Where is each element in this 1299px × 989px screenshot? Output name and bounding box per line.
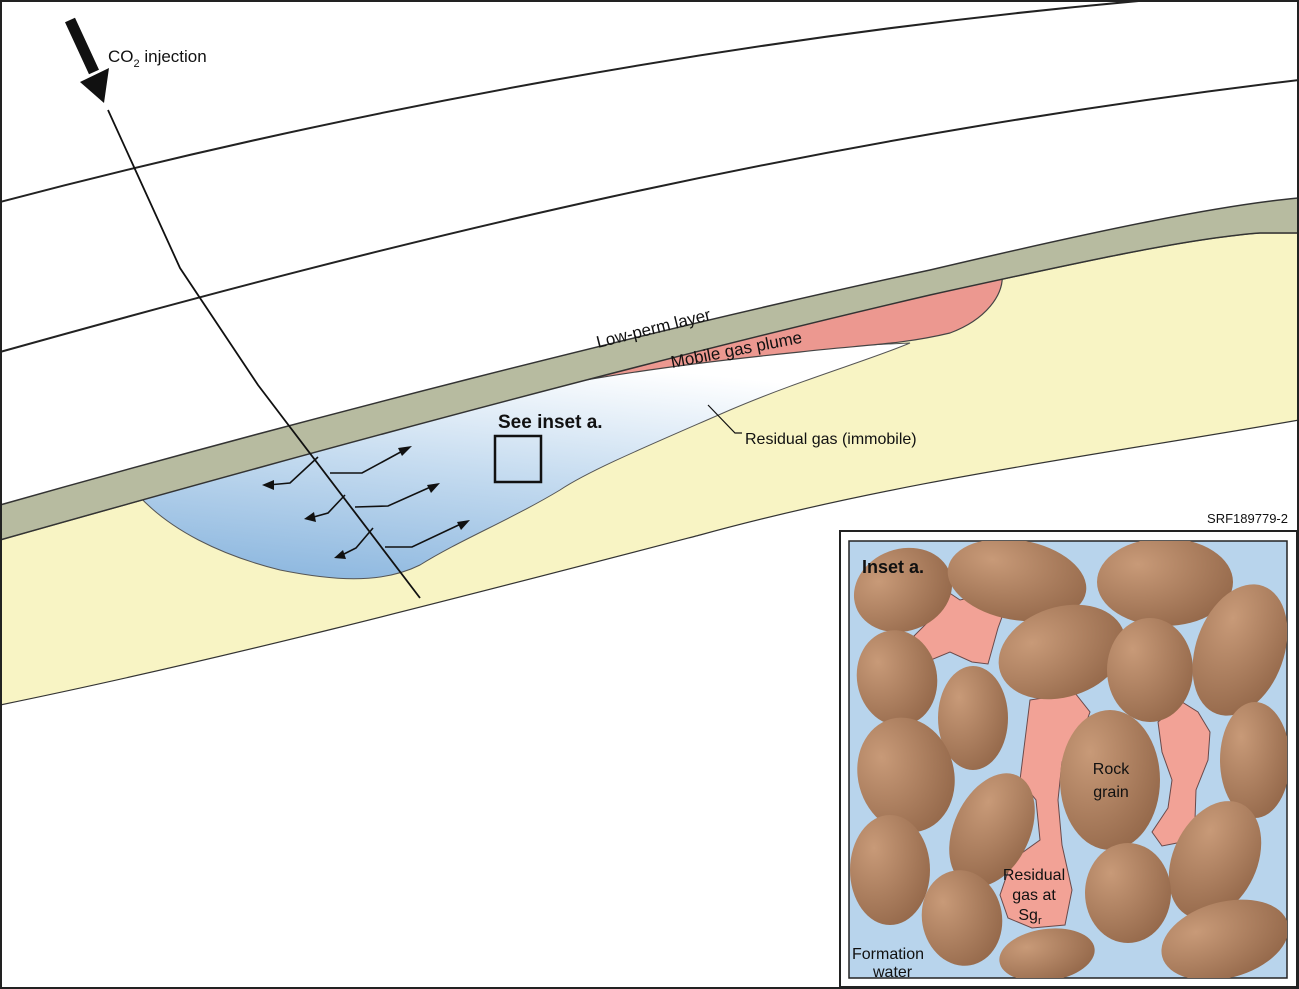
right-arrow-icon [330,446,412,474]
rock-grain [938,666,1008,770]
rock-grain [856,630,938,726]
rock-grains [850,541,1287,978]
inset-title: Inset a. [862,557,924,577]
right-arrow-icon [334,527,374,559]
residual-gas-leader [707,404,742,434]
rock-grain [1107,618,1193,722]
residual-gas-label-3: Sgr [1018,907,1042,927]
right-arrow-icon [262,456,319,490]
flow-arrows [262,446,470,559]
rock-grain [921,870,1003,966]
right-arrow-icon [385,520,470,548]
right-arrow-icon [304,494,346,522]
see-inset-label: See inset a. [498,412,603,433]
residual-gas-label: Residual gas (immobile) [745,431,917,448]
low-perm-layer [2,197,1297,541]
rock-grain [947,541,1087,622]
stratum-line-1 [2,2,1139,203]
inset-panel: Inset a. Rock grain Residual gas at Sgr … [839,530,1298,988]
residual-gas-label-1: Residual [1003,867,1065,884]
rock-grain [857,717,955,833]
residual-gas-label-2: gas at [1012,887,1056,904]
rock-grain [1168,801,1262,919]
rock-grain-label-1: Rock [1093,761,1130,778]
rock-grain [1192,584,1287,716]
stratum-line-2 [2,79,1297,353]
injection-label: CO2 injection [108,47,207,70]
rock-grain [853,547,953,633]
formation-water-label-2: water [872,964,913,981]
rock-grain [998,604,1126,700]
rock-grain [1085,843,1171,943]
rock-grain [999,928,1095,978]
wellbore [107,109,421,599]
figure-id: SRF189779-2 [1207,511,1288,526]
rock-grain-label-2: grain [1093,784,1129,801]
rock-grain [850,815,930,925]
rock-grain [1220,702,1287,818]
rock-grain [949,773,1035,887]
rock-grain [1060,710,1160,850]
inset-location-box [493,434,543,484]
formation-water-label-1: Formation [852,946,924,963]
down-right-arrow-icon [65,17,109,103]
rock-grain [1161,899,1287,978]
right-arrow-icon [354,483,440,508]
rock-grain [1097,541,1233,626]
